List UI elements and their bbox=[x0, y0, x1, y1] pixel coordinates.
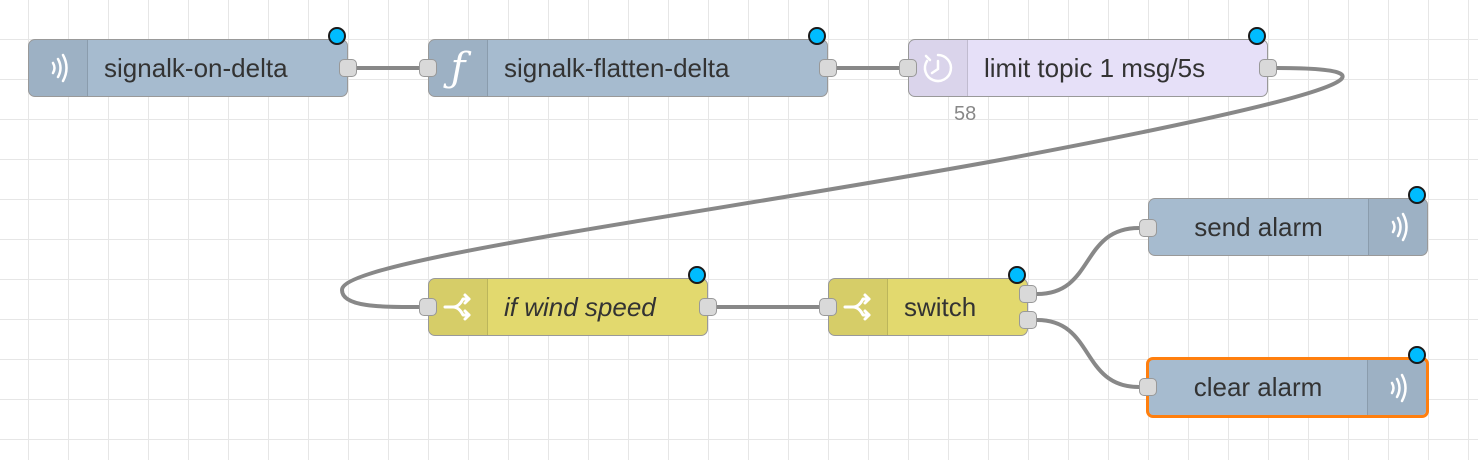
node-signalk-on-delta[interactable]: signalk-on-delta bbox=[28, 39, 348, 97]
wire-switch-to-clear-alarm[interactable] bbox=[1035, 318, 1141, 389]
timer-icon bbox=[909, 40, 968, 96]
node-switch[interactable]: switch bbox=[828, 278, 1028, 336]
node-signalk-flatten-delta[interactable]: ƒ signalk-flatten-delta bbox=[428, 39, 828, 97]
changed-indicator bbox=[1408, 346, 1426, 364]
node-label: send alarm bbox=[1194, 211, 1323, 242]
output-port-2[interactable] bbox=[1019, 311, 1037, 329]
wire-limit-to-if-wind-speed[interactable] bbox=[339, 66, 1345, 309]
function-icon: ƒ bbox=[429, 40, 488, 96]
node-status-count: 58 bbox=[954, 103, 977, 125]
input-port[interactable] bbox=[1139, 219, 1157, 237]
node-label: limit topic 1 msg/5s bbox=[984, 52, 1206, 83]
node-label: signalk-flatten-delta bbox=[504, 52, 730, 83]
output-port[interactable] bbox=[1259, 59, 1277, 77]
changed-indicator bbox=[808, 27, 826, 45]
node-label: clear alarm bbox=[1193, 372, 1323, 402]
input-port[interactable] bbox=[899, 59, 917, 77]
node-label: signalk-on-delta bbox=[104, 52, 288, 83]
input-port[interactable] bbox=[819, 298, 837, 316]
changed-indicator bbox=[1248, 27, 1266, 45]
changed-indicator bbox=[688, 266, 706, 284]
changed-indicator bbox=[1008, 266, 1026, 284]
input-port[interactable] bbox=[419, 298, 437, 316]
switch-icon bbox=[429, 279, 488, 335]
node-limit-topic[interactable]: limit topic 1 msg/5s bbox=[908, 39, 1268, 97]
input-port[interactable] bbox=[419, 59, 437, 77]
node-label: if wind speed bbox=[504, 291, 656, 322]
input-port[interactable] bbox=[1139, 378, 1157, 396]
broadcast-icon bbox=[1368, 199, 1427, 255]
node-clear-alarm[interactable]: clear alarm bbox=[1146, 357, 1429, 418]
output-port-1[interactable] bbox=[1019, 285, 1037, 303]
wire-switch-to-send-alarm[interactable] bbox=[1035, 226, 1141, 296]
broadcast-icon bbox=[1367, 360, 1426, 415]
changed-indicator bbox=[328, 27, 346, 45]
node-label: switch bbox=[904, 291, 977, 322]
changed-indicator bbox=[1408, 186, 1426, 204]
output-port[interactable] bbox=[819, 59, 837, 77]
output-port[interactable] bbox=[339, 59, 357, 77]
broadcast-icon bbox=[29, 40, 88, 96]
node-send-alarm[interactable]: send alarm bbox=[1148, 198, 1428, 256]
switch-icon bbox=[829, 279, 888, 335]
node-if-wind-speed[interactable]: if wind speed bbox=[428, 278, 708, 336]
output-port[interactable] bbox=[699, 298, 717, 316]
